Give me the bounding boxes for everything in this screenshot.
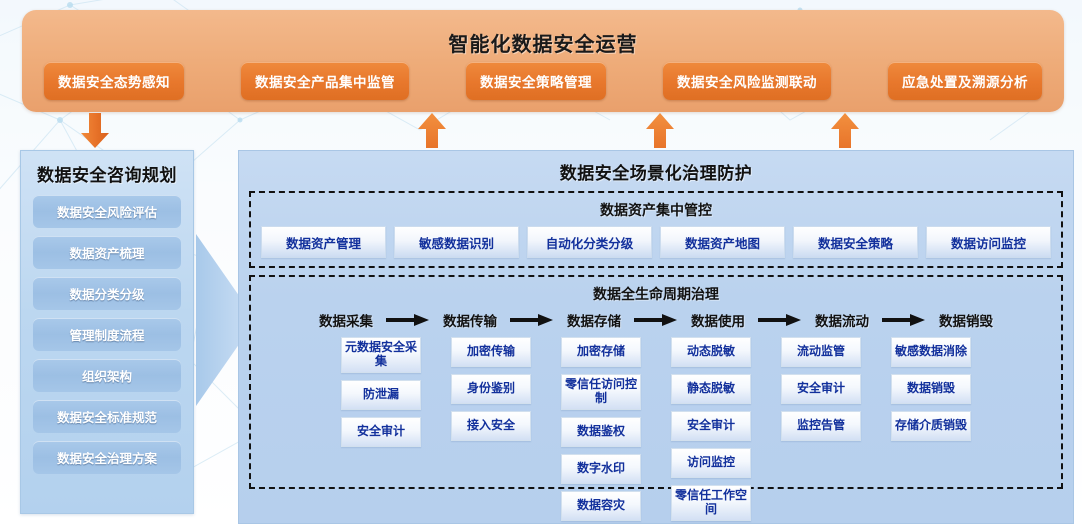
lifecycle-item-2-2[interactable]: 身份鉴别 [451, 374, 531, 404]
asset-item-auto-classification[interactable]: 自动化分类分级 [527, 226, 652, 258]
stage-label-1: 数据采集 [319, 314, 373, 329]
lifecycle-item-4-2[interactable]: 静态脱敏 [671, 374, 751, 404]
stage-column-3: 加密存储零信任访问控制数据鉴权数字水印数据容灾 [561, 337, 641, 521]
stage-arrow-right-icon-2 [510, 314, 553, 326]
consulting-item-standards[interactable]: 数据安全标准规范 [33, 400, 181, 433]
lifecycle-item-4-1[interactable]: 动态脱敏 [671, 337, 751, 367]
arrow-up-icon-transmission [418, 113, 446, 148]
asset-item-security-policy[interactable]: 数据安全策略 [793, 226, 918, 258]
chevron-right-icon-large [196, 234, 256, 406]
ops-button-risk-monitoring[interactable]: 数据安全风险监测联动 [663, 62, 831, 100]
scene-governance-panel: 数据安全场景化治理防护 数据资产集中管控 数据资产管理 敏感数据识别 自动化分类… [238, 150, 1074, 524]
consulting-item-asset-inventory[interactable]: 数据资产梳理 [33, 236, 181, 269]
consulting-planning-panel: 数据安全咨询规划 数据安全风险评估 数据资产梳理 数据分类分级 管理制度流程 组… [20, 150, 194, 514]
lifecycle-item-4-4[interactable]: 访问监控 [671, 448, 751, 478]
consulting-item-org-structure[interactable]: 组织架构 [33, 359, 181, 392]
arrow-down-icon [81, 113, 109, 148]
lifecycle-item-4-5[interactable]: 零信任工作空间 [671, 485, 751, 521]
stage-arrow-right-icon-3 [634, 314, 677, 326]
lifecycle-item-2-3[interactable]: 接入安全 [451, 411, 531, 441]
stage-column-1: 元数据安全采集防泄漏安全审计 [341, 337, 421, 521]
lifecycle-item-1-3[interactable]: 安全审计 [341, 416, 421, 447]
consulting-item-management-process[interactable]: 管理制度流程 [33, 318, 181, 351]
stage-label-4: 数据使用 [691, 314, 745, 329]
stage-arrow-right-icon-4 [758, 314, 801, 326]
lifecycle-item-5-3[interactable]: 监控告管 [781, 411, 861, 441]
stage-label-5: 数据流动 [815, 314, 869, 329]
lifecycle-stage-header: 数据采集 数据传输 数据存储 数据使用 数据流动 数据销毁 [251, 310, 1061, 330]
lifecycle-item-4-3[interactable]: 安全审计 [671, 411, 751, 441]
consulting-panel-title: 数据安全咨询规划 [37, 166, 177, 185]
consulting-item-risk-assessment[interactable]: 数据安全风险评估 [33, 195, 181, 228]
ops-button-product-supervision[interactable]: 数据安全产品集中监管 [241, 62, 409, 100]
asset-item-row: 数据资产管理 敏感数据识别 自动化分类分级 数据资产地图 数据安全策略 数据访问… [251, 226, 1061, 258]
stage-arrow-right-icon-1 [386, 314, 429, 326]
stage-arrow-right-icon-5 [882, 314, 925, 326]
ops-button-policy-management[interactable]: 数据安全策略管理 [466, 62, 606, 100]
lifecycle-item-5-2[interactable]: 安全审计 [781, 374, 861, 404]
stage-column-2: 加密传输身份鉴别接入安全 [451, 337, 531, 521]
stage-column-5: 流动监管安全审计监控告管 [781, 337, 861, 521]
lifecycle-item-2-1[interactable]: 加密传输 [451, 337, 531, 367]
asset-section-title: 数据资产集中管控 [600, 202, 712, 218]
stage-label-6: 数据销毁 [939, 314, 993, 329]
consulting-item-governance-plan[interactable]: 数据安全治理方案 [33, 441, 181, 474]
asset-item-asset-management[interactable]: 数据资产管理 [261, 226, 386, 258]
operations-button-row: 数据安全态势感知 数据安全产品集中监管 数据安全策略管理 数据安全风险监测联动 … [44, 62, 1042, 100]
lifecycle-item-1-1[interactable]: 元数据安全采集 [341, 337, 421, 373]
lifecycle-section-title: 数据全生命周期治理 [593, 286, 719, 302]
ops-button-emergency-response[interactable]: 应急处置及溯源分析 [888, 62, 1042, 100]
lifecycle-item-3-3[interactable]: 数据鉴权 [561, 416, 641, 447]
lifecycle-governance-section: 数据全生命周期治理 数据采集数据传输数据存储数据使用数据流动数据销毁 元数据安全… [249, 275, 1063, 521]
arrow-up-icon-usage [831, 113, 859, 148]
asset-item-access-monitoring[interactable]: 数据访问监控 [926, 226, 1051, 258]
lifecycle-item-3-2[interactable]: 零信任访问控制 [561, 374, 641, 410]
stage-column-4: 动态脱敏静态脱敏安全审计访问监控零信任工作空间 [671, 337, 751, 521]
lifecycle-stage-columns: 元数据安全采集防泄漏安全审计加密传输身份鉴别接入安全加密存储零信任访问控制数据鉴… [251, 337, 1061, 521]
operations-title: 智能化数据安全运营 [448, 34, 638, 56]
lifecycle-item-3-5[interactable]: 数据容灾 [561, 490, 641, 521]
lifecycle-item-5-1[interactable]: 流动监管 [781, 337, 861, 367]
scene-panel-title: 数据安全场景化治理防护 [559, 164, 753, 183]
asset-item-asset-map[interactable]: 数据资产地图 [660, 226, 785, 258]
lifecycle-item-6-1[interactable]: 敏感数据消除 [891, 337, 971, 367]
consulting-item-list: 数据安全风险评估 数据资产梳理 数据分类分级 管理制度流程 组织架构 数据安全标… [33, 195, 181, 474]
lifecycle-item-6-3[interactable]: 存储介质销毁 [891, 411, 971, 441]
lifecycle-item-6-2[interactable]: 数据销毁 [891, 374, 971, 404]
asset-control-section: 数据资产集中管控 数据资产管理 敏感数据识别 自动化分类分级 数据资产地图 数据… [249, 191, 1063, 268]
operations-bar: 智能化数据安全运营 数据安全态势感知 数据安全产品集中监管 数据安全策略管理 数… [22, 10, 1064, 112]
ops-button-situational-awareness[interactable]: 数据安全态势感知 [44, 62, 184, 100]
lifecycle-item-3-4[interactable]: 数字水印 [561, 453, 641, 484]
asset-item-sensitive-identification[interactable]: 敏感数据识别 [394, 226, 519, 258]
stage-label-3: 数据存储 [567, 314, 621, 329]
stage-label-2: 数据传输 [443, 314, 497, 329]
stage-column-6: 敏感数据消除数据销毁存储介质销毁 [891, 337, 971, 521]
arrow-up-icon-storage [646, 113, 674, 148]
lifecycle-item-3-1[interactable]: 加密存储 [561, 337, 641, 367]
consulting-item-classification[interactable]: 数据分类分级 [33, 277, 181, 310]
lifecycle-item-1-2[interactable]: 防泄漏 [341, 379, 421, 410]
